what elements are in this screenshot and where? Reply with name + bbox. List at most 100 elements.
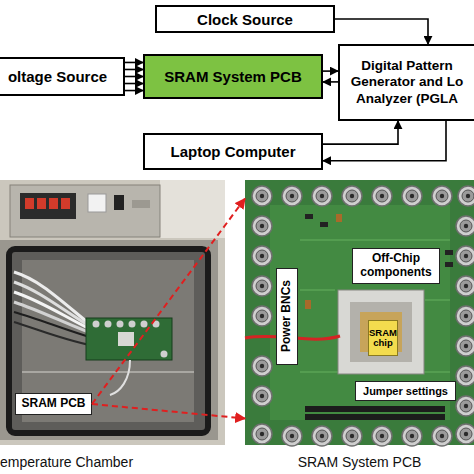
callout-label: Off-Chip components xyxy=(352,248,440,284)
pcb-photo-detail xyxy=(252,424,272,444)
signal-arrow xyxy=(323,81,338,83)
signal-arrow xyxy=(125,76,143,78)
chamber-photo-detail xyxy=(25,198,34,209)
pcb-photo-detail xyxy=(402,426,422,446)
chamber-photo-detail xyxy=(105,321,112,328)
chamber-photo-detail xyxy=(132,200,150,208)
pcb-photo-detail xyxy=(320,222,328,227)
chip-label: SRAM chip xyxy=(368,320,398,356)
pcb-photo-detail xyxy=(456,396,474,416)
chamber-photo-detail xyxy=(0,240,218,440)
pcb-photo-detail xyxy=(432,426,452,446)
pcb-photo-detail xyxy=(252,246,272,266)
source-box: Clock Source xyxy=(155,5,335,33)
signal-arrow xyxy=(335,19,428,44)
signal-arrow xyxy=(125,69,143,71)
chamber-photo-detail xyxy=(86,318,172,360)
signal-arrow xyxy=(323,121,398,144)
node-label: SRAM chip xyxy=(369,328,397,349)
chamber-photo-detail xyxy=(0,180,225,445)
chamber-photo-detail xyxy=(10,185,160,237)
chamber-photo xyxy=(0,180,225,445)
chamber-photo-detail xyxy=(93,321,100,328)
chamber-photo-detail xyxy=(141,321,148,328)
pcb-photo-detail xyxy=(336,214,342,222)
chamber-photo-detail xyxy=(61,198,70,209)
pcb-photo-detail xyxy=(458,186,474,206)
pcb-photo-detail xyxy=(252,216,272,236)
pcb-photo-detail xyxy=(456,336,474,356)
pcb-photo-detail xyxy=(402,186,422,206)
pcb-photo-detail xyxy=(252,276,272,296)
pcb-photo-detail xyxy=(305,414,445,420)
chamber-photo-detail xyxy=(114,195,124,210)
callout-label: Power BNCs xyxy=(276,268,298,365)
photo-panel: SRAM System PCBPower BNCsOff-Chip compon… xyxy=(245,180,474,445)
pcb-photo-detail xyxy=(432,186,452,206)
pcb-photo-detail xyxy=(252,186,272,206)
chamber-photo-detail xyxy=(9,249,208,433)
chamber-photo-detail xyxy=(37,198,46,209)
callout-label: SRAM PCB xyxy=(15,393,92,415)
node-label: Jumper settings xyxy=(363,385,448,398)
instrument-box: Digital Pattern Generator and Lo Analyze… xyxy=(338,44,474,121)
pcb-photo-detail xyxy=(312,186,332,206)
pcb-photo-detail xyxy=(342,186,362,206)
pcb-photo-detail xyxy=(305,300,311,309)
callout-arrow xyxy=(92,199,245,404)
chamber-photo-detail xyxy=(160,180,225,238)
chamber-photo-detail xyxy=(49,198,58,209)
signal-arrow xyxy=(323,70,338,72)
system-box: SRAM System PCB xyxy=(143,54,323,99)
pcb-photo-detail xyxy=(350,302,412,362)
pcb-photo-detail xyxy=(305,214,313,219)
pcb-photo-detail xyxy=(300,289,335,291)
pcb-photo-detail xyxy=(456,216,474,236)
signal-arrow xyxy=(125,90,143,92)
signal-arrow xyxy=(125,62,143,64)
pcb-photo-detail xyxy=(456,424,474,444)
pcb-photo-detail xyxy=(252,306,272,326)
pcb-photo-detail xyxy=(282,426,302,446)
pcb-photo-detail xyxy=(456,276,474,296)
source-box: oltage Source xyxy=(0,57,125,96)
pcb-photo-detail xyxy=(282,186,302,206)
pcb-photo-detail xyxy=(338,290,424,374)
figure-caption: emperature Chamber xyxy=(0,454,133,470)
chamber-photo-detail xyxy=(117,321,124,328)
pcb-photo xyxy=(245,180,474,446)
pcb-photo-detail xyxy=(456,306,474,326)
node-label: Laptop Computer xyxy=(171,143,296,160)
chamber-photo-detail xyxy=(88,194,106,212)
signal-arrow xyxy=(125,83,143,85)
chamber-photo-detail xyxy=(22,260,194,422)
signal-arrow xyxy=(323,121,446,161)
pcb-photo-detail xyxy=(456,246,474,266)
pcb-photo-detail xyxy=(342,426,362,446)
pcb-photo-detail xyxy=(300,239,450,241)
computer-box: Laptop Computer xyxy=(143,133,323,170)
pcb-photo-detail xyxy=(445,262,453,267)
pcb-photo-detail xyxy=(445,250,453,255)
chamber-photo-detail xyxy=(153,321,160,328)
figure-caption: SRAM System PCB xyxy=(245,454,474,470)
node-label: Power BNCs xyxy=(280,280,294,352)
photo-panel: emperature ChamberSRAM PCB xyxy=(0,180,225,445)
pcb-photo-detail xyxy=(372,426,392,446)
node-label: SRAM System PCB xyxy=(164,68,302,85)
node-label: Off-Chip components xyxy=(355,252,437,280)
pcb-photo-detail xyxy=(372,186,392,206)
node-label: Clock Source xyxy=(197,11,293,28)
pcb-photo-detail xyxy=(252,386,272,406)
pcb-photo-detail xyxy=(245,180,474,445)
chamber-photo-detail xyxy=(161,351,168,358)
pcb-photo-detail xyxy=(425,299,450,301)
chamber-photo-detail xyxy=(110,360,130,395)
node-label: oltage Source xyxy=(8,68,107,85)
callout-arrow xyxy=(92,404,245,419)
chamber-photo-detail xyxy=(22,371,194,373)
pcb-photo-detail xyxy=(252,356,272,376)
